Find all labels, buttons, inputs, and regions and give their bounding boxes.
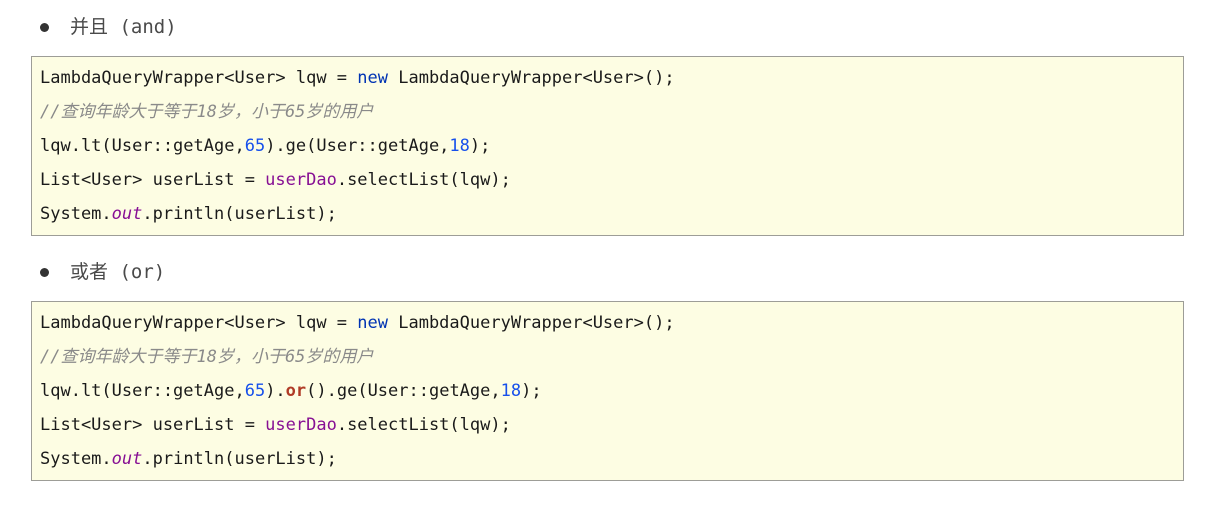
code-line: //查询年龄大于等于18岁，小于65岁的用户: [40, 95, 1175, 129]
code-segment: LambdaQueryWrapper<User>();: [388, 68, 675, 88]
code-line: lqw.lt(User::getAge,65).ge(User::getAge,…: [40, 129, 1175, 163]
code-segment: );: [469, 136, 491, 156]
code-segment: userDao: [265, 170, 337, 190]
code-segment: lqw.lt(User::getAge,: [40, 381, 245, 401]
section-heading: 或者 (or): [31, 259, 1184, 286]
bullet-icon: [40, 268, 49, 277]
code-segment: 18: [449, 136, 470, 156]
code-segment: //查询年龄大于等于18岁，小于65岁的用户: [40, 102, 374, 122]
code-block: LambdaQueryWrapper<User> lqw = new Lambd…: [31, 56, 1184, 236]
code-line: lqw.lt(User::getAge,65).or().ge(User::ge…: [40, 374, 1175, 408]
code-segment: //查询年龄大于等于18岁，小于65岁的用户: [40, 347, 374, 367]
code-segment: .println(userList);: [142, 204, 337, 224]
code-block: LambdaQueryWrapper<User> lqw = new Lambd…: [31, 301, 1184, 481]
code-line: LambdaQueryWrapper<User> lqw = new Lambd…: [40, 306, 1175, 340]
code-segment: userDao: [265, 415, 337, 435]
code-segment: new: [357, 68, 388, 88]
bullet-icon: [40, 23, 49, 32]
code-segment: );: [521, 381, 542, 401]
section-heading-label: 并且 (and): [70, 16, 177, 38]
code-segment: System.: [40, 449, 112, 469]
code-segment: 65: [244, 136, 266, 156]
code-segment: LambdaQueryWrapper<User>();: [388, 313, 675, 333]
code-segment: new: [357, 313, 388, 333]
code-segment: List<User> userList =: [40, 170, 266, 190]
code-segment: List<User> userList =: [40, 415, 266, 435]
code-segment: ().ge(User::getAge,: [306, 381, 501, 401]
code-segment: LambdaQueryWrapper<User> lqw =: [40, 313, 358, 333]
code-segment: ).: [265, 381, 286, 401]
code-segment: System.: [40, 204, 112, 224]
code-line: //查询年龄大于等于18岁，小于65岁的用户: [40, 340, 1175, 374]
code-line: System.out.println(userList);: [40, 197, 1175, 231]
code-line: List<User> userList = userDao.selectList…: [40, 163, 1175, 197]
content: 并且 (and) LambdaQueryWrapper<User> lqw = n…: [31, 14, 1184, 481]
code-segment: .selectList(lqw);: [336, 170, 511, 190]
code-segment: or: [285, 381, 307, 401]
section-heading-label: 或者 (or): [70, 261, 166, 283]
code-segment: 65: [244, 381, 266, 401]
code-segment: ).ge(User::getAge,: [265, 136, 450, 156]
section-heading: 并且 (and): [31, 14, 1184, 41]
code-line: LambdaQueryWrapper<User> lqw = new Lambd…: [40, 61, 1175, 95]
code-segment: .println(userList);: [142, 449, 337, 469]
code-segment: out: [111, 204, 143, 224]
code-segment: LambdaQueryWrapper<User> lqw =: [40, 68, 358, 88]
code-segment: 18: [500, 381, 522, 401]
code-line: List<User> userList = userDao.selectList…: [40, 408, 1175, 442]
code-line: System.out.println(userList);: [40, 442, 1175, 476]
code-segment: .selectList(lqw);: [336, 415, 511, 435]
code-segment: out: [111, 449, 143, 469]
code-segment: lqw.lt(User::getAge,: [40, 136, 245, 156]
